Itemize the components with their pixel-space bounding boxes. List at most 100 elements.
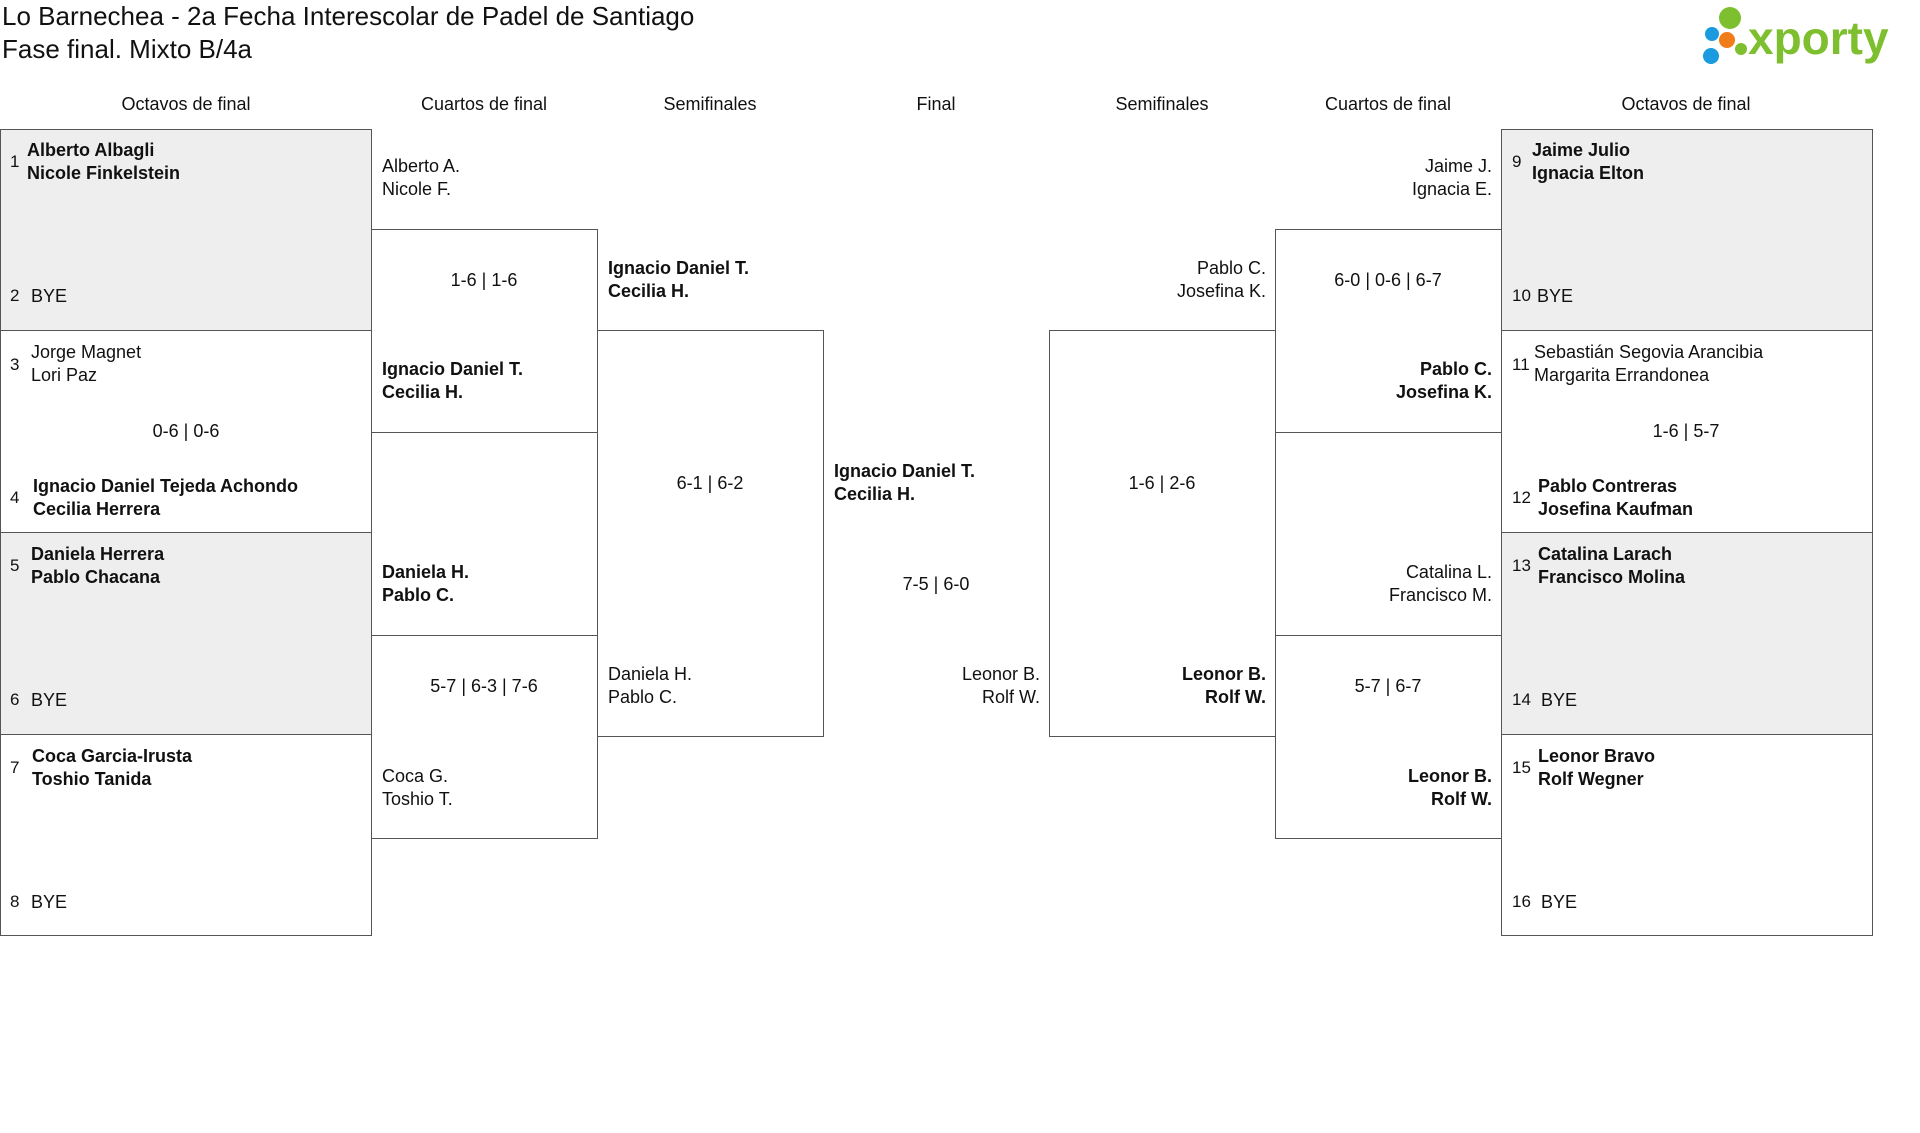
player-name: Josefina K. xyxy=(1395,382,1492,402)
player-name: Leonor B. xyxy=(961,664,1040,684)
seed-number: 2 xyxy=(10,286,20,305)
player-name: Lori Paz xyxy=(31,365,98,385)
match-score: 0-6 | 0-6 xyxy=(152,421,220,441)
team-a-r16-left-4: Coca Garcia-Irusta Toshio Tanida xyxy=(32,745,192,791)
player-name: Coca G. xyxy=(382,766,449,786)
seed-number: 3 xyxy=(10,355,20,374)
player-name: Rolf Wegner xyxy=(1538,769,1644,789)
match-sf-left[interactable] xyxy=(597,330,824,737)
player-name: Coca Garcia-Irusta xyxy=(32,746,193,766)
sf-right-team-a: Pablo C. Josefina K. xyxy=(1177,257,1266,303)
match-r16-right-4[interactable] xyxy=(1501,734,1873,936)
match-qf-left-2[interactable] xyxy=(371,635,598,839)
team-b-r16-right-2: Pablo Contreras Josefina Kaufman xyxy=(1538,475,1693,521)
match-score: 1-6 | 1-6 xyxy=(450,270,518,290)
player-name: Leonor Bravo xyxy=(1538,746,1656,766)
player-name: Catalina L. xyxy=(1405,562,1492,582)
player-name: Jorge Magnet xyxy=(31,342,142,362)
seed-number: 14 xyxy=(1512,690,1531,709)
seed-number: 5 xyxy=(10,556,20,575)
player-name: Josefina Kaufman xyxy=(1538,499,1694,519)
match-r16-right-1[interactable] xyxy=(1501,129,1873,331)
player-name: Cecilia H. xyxy=(382,382,464,402)
player-name: Daniela H. xyxy=(382,562,470,582)
match-score: 1-6 | 2-6 xyxy=(1128,473,1196,493)
player-name: Pablo C. xyxy=(1196,258,1266,278)
player-name: Ignacio Daniel T. xyxy=(608,258,750,278)
team-a-r16-right-3: Catalina Larach Francisco Molina xyxy=(1538,543,1685,589)
player-name: Ignacio Daniel T. xyxy=(834,461,976,481)
player-name: Sebastián Segovia Arancibia xyxy=(1534,342,1764,362)
title-line-2: Fase final. Mixto B/4a xyxy=(2,34,252,64)
player-name: Jaime Julio xyxy=(1532,140,1631,160)
bye-label: BYE xyxy=(1537,286,1574,306)
final-score: 7-5 | 6-0 xyxy=(902,574,970,594)
player-name: Daniela Herrera xyxy=(31,544,165,564)
sf-left-team-b: Daniela H. Pablo C. xyxy=(608,663,692,709)
final-finalist: Leonor B. Rolf W. xyxy=(962,663,1040,709)
seed-number: 10 xyxy=(1512,286,1531,305)
player-name: Jaime J. xyxy=(1424,156,1492,176)
player-name: Cecilia H. xyxy=(608,281,690,301)
player-name: Pablo C. xyxy=(1419,359,1492,379)
round-header-qf-left: Cuartos de final xyxy=(420,94,548,114)
logo-text: xporty xyxy=(1748,12,1889,64)
bye-label: BYE xyxy=(31,690,68,710)
qf-right-1-team-b: Pablo C. Josefina K. xyxy=(1396,358,1492,404)
seed-number: 12 xyxy=(1512,488,1531,507)
player-name: Toshio Tanida xyxy=(32,769,152,789)
player-name: Pablo Contreras xyxy=(1538,476,1678,496)
xporty-logo[interactable]: xporty xyxy=(1698,4,1920,66)
tournament-title: Lo Barnechea - 2a Fecha Interescolar de … xyxy=(2,0,694,66)
team-a-r16-left-1: Alberto Albagli Nicole Finkelstein xyxy=(27,139,180,185)
player-name: Rolf W. xyxy=(1205,687,1266,707)
player-name: Toshio T. xyxy=(382,789,453,809)
seed-number: 11 xyxy=(1512,355,1530,374)
player-name: Pablo C. xyxy=(608,687,678,707)
seed-number: 13 xyxy=(1512,556,1531,575)
player-name: Cecilia Herrera xyxy=(33,499,161,519)
match-sf-right[interactable] xyxy=(1049,330,1276,737)
team-a-r16-right-4: Leonor Bravo Rolf Wegner xyxy=(1538,745,1655,791)
seed-number: 6 xyxy=(10,690,20,709)
player-name: Ignacia Elton xyxy=(1532,163,1645,183)
match-r16-left-3[interactable] xyxy=(0,532,372,735)
match-score: 1-6 | 5-7 xyxy=(1652,421,1720,441)
player-name: Leonor B. xyxy=(1408,766,1492,786)
player-name: Catalina Larach xyxy=(1538,544,1673,564)
xporty-dots-logo-icon: xporty xyxy=(1703,7,1889,64)
round-header-r16-right: Octavos de final xyxy=(1621,94,1751,114)
team-a-r16-right-2: Sebastián Segovia Arancibia Margarita Er… xyxy=(1534,341,1763,387)
match-score: 5-7 | 6-3 | 7-6 xyxy=(430,676,538,696)
round-header-sf-right: Semifinales xyxy=(1115,94,1209,114)
team-a-r16-left-2: Jorge Magnet Lori Paz xyxy=(31,341,141,387)
final-winner: Ignacio Daniel T. Cecilia H. xyxy=(834,460,975,506)
player-name: Alberto A. xyxy=(382,156,461,176)
qf-right-2-team-b: Leonor B. Rolf W. xyxy=(1408,765,1492,811)
player-name: Cecilia H. xyxy=(834,484,916,504)
seed-number: 1 xyxy=(10,152,20,171)
sf-right-team-b: Leonor B. Rolf W. xyxy=(1182,663,1266,709)
qf-left-1-team-a: Alberto A. Nicole F. xyxy=(382,155,460,201)
player-name: Leonor B. xyxy=(1182,664,1266,684)
seed-number: 15 xyxy=(1512,758,1531,777)
team-a-r16-left-3: Daniela Herrera Pablo Chacana xyxy=(31,543,164,589)
qf-right-2-team-a: Catalina L. Francisco M. xyxy=(1389,561,1492,607)
round-header-qf-right: Cuartos de final xyxy=(1324,94,1452,114)
seed-number: 9 xyxy=(1512,152,1522,171)
seed-number: 4 xyxy=(10,488,20,507)
bye-label: BYE xyxy=(31,892,68,912)
player-name: Rolf W. xyxy=(1431,789,1492,809)
sf-left-team-a: Ignacio Daniel T. Cecilia H. xyxy=(608,257,749,303)
bye-label: BYE xyxy=(31,286,68,306)
player-name: Ignacio Daniel T. xyxy=(382,359,524,379)
player-name: Nicole F. xyxy=(382,179,452,199)
title-line-1: Lo Barnechea - 2a Fecha Interescolar de … xyxy=(2,1,695,31)
match-score: 6-0 | 0-6 | 6-7 xyxy=(1334,270,1442,290)
seed-number: 7 xyxy=(10,758,20,777)
round-header-final: Final xyxy=(916,94,956,114)
player-name: Margarita Errandonea xyxy=(1534,365,1710,385)
player-name: Alberto Albagli xyxy=(27,140,155,160)
match-r16-left-1[interactable] xyxy=(0,129,372,331)
bye-label: BYE xyxy=(1541,690,1578,710)
